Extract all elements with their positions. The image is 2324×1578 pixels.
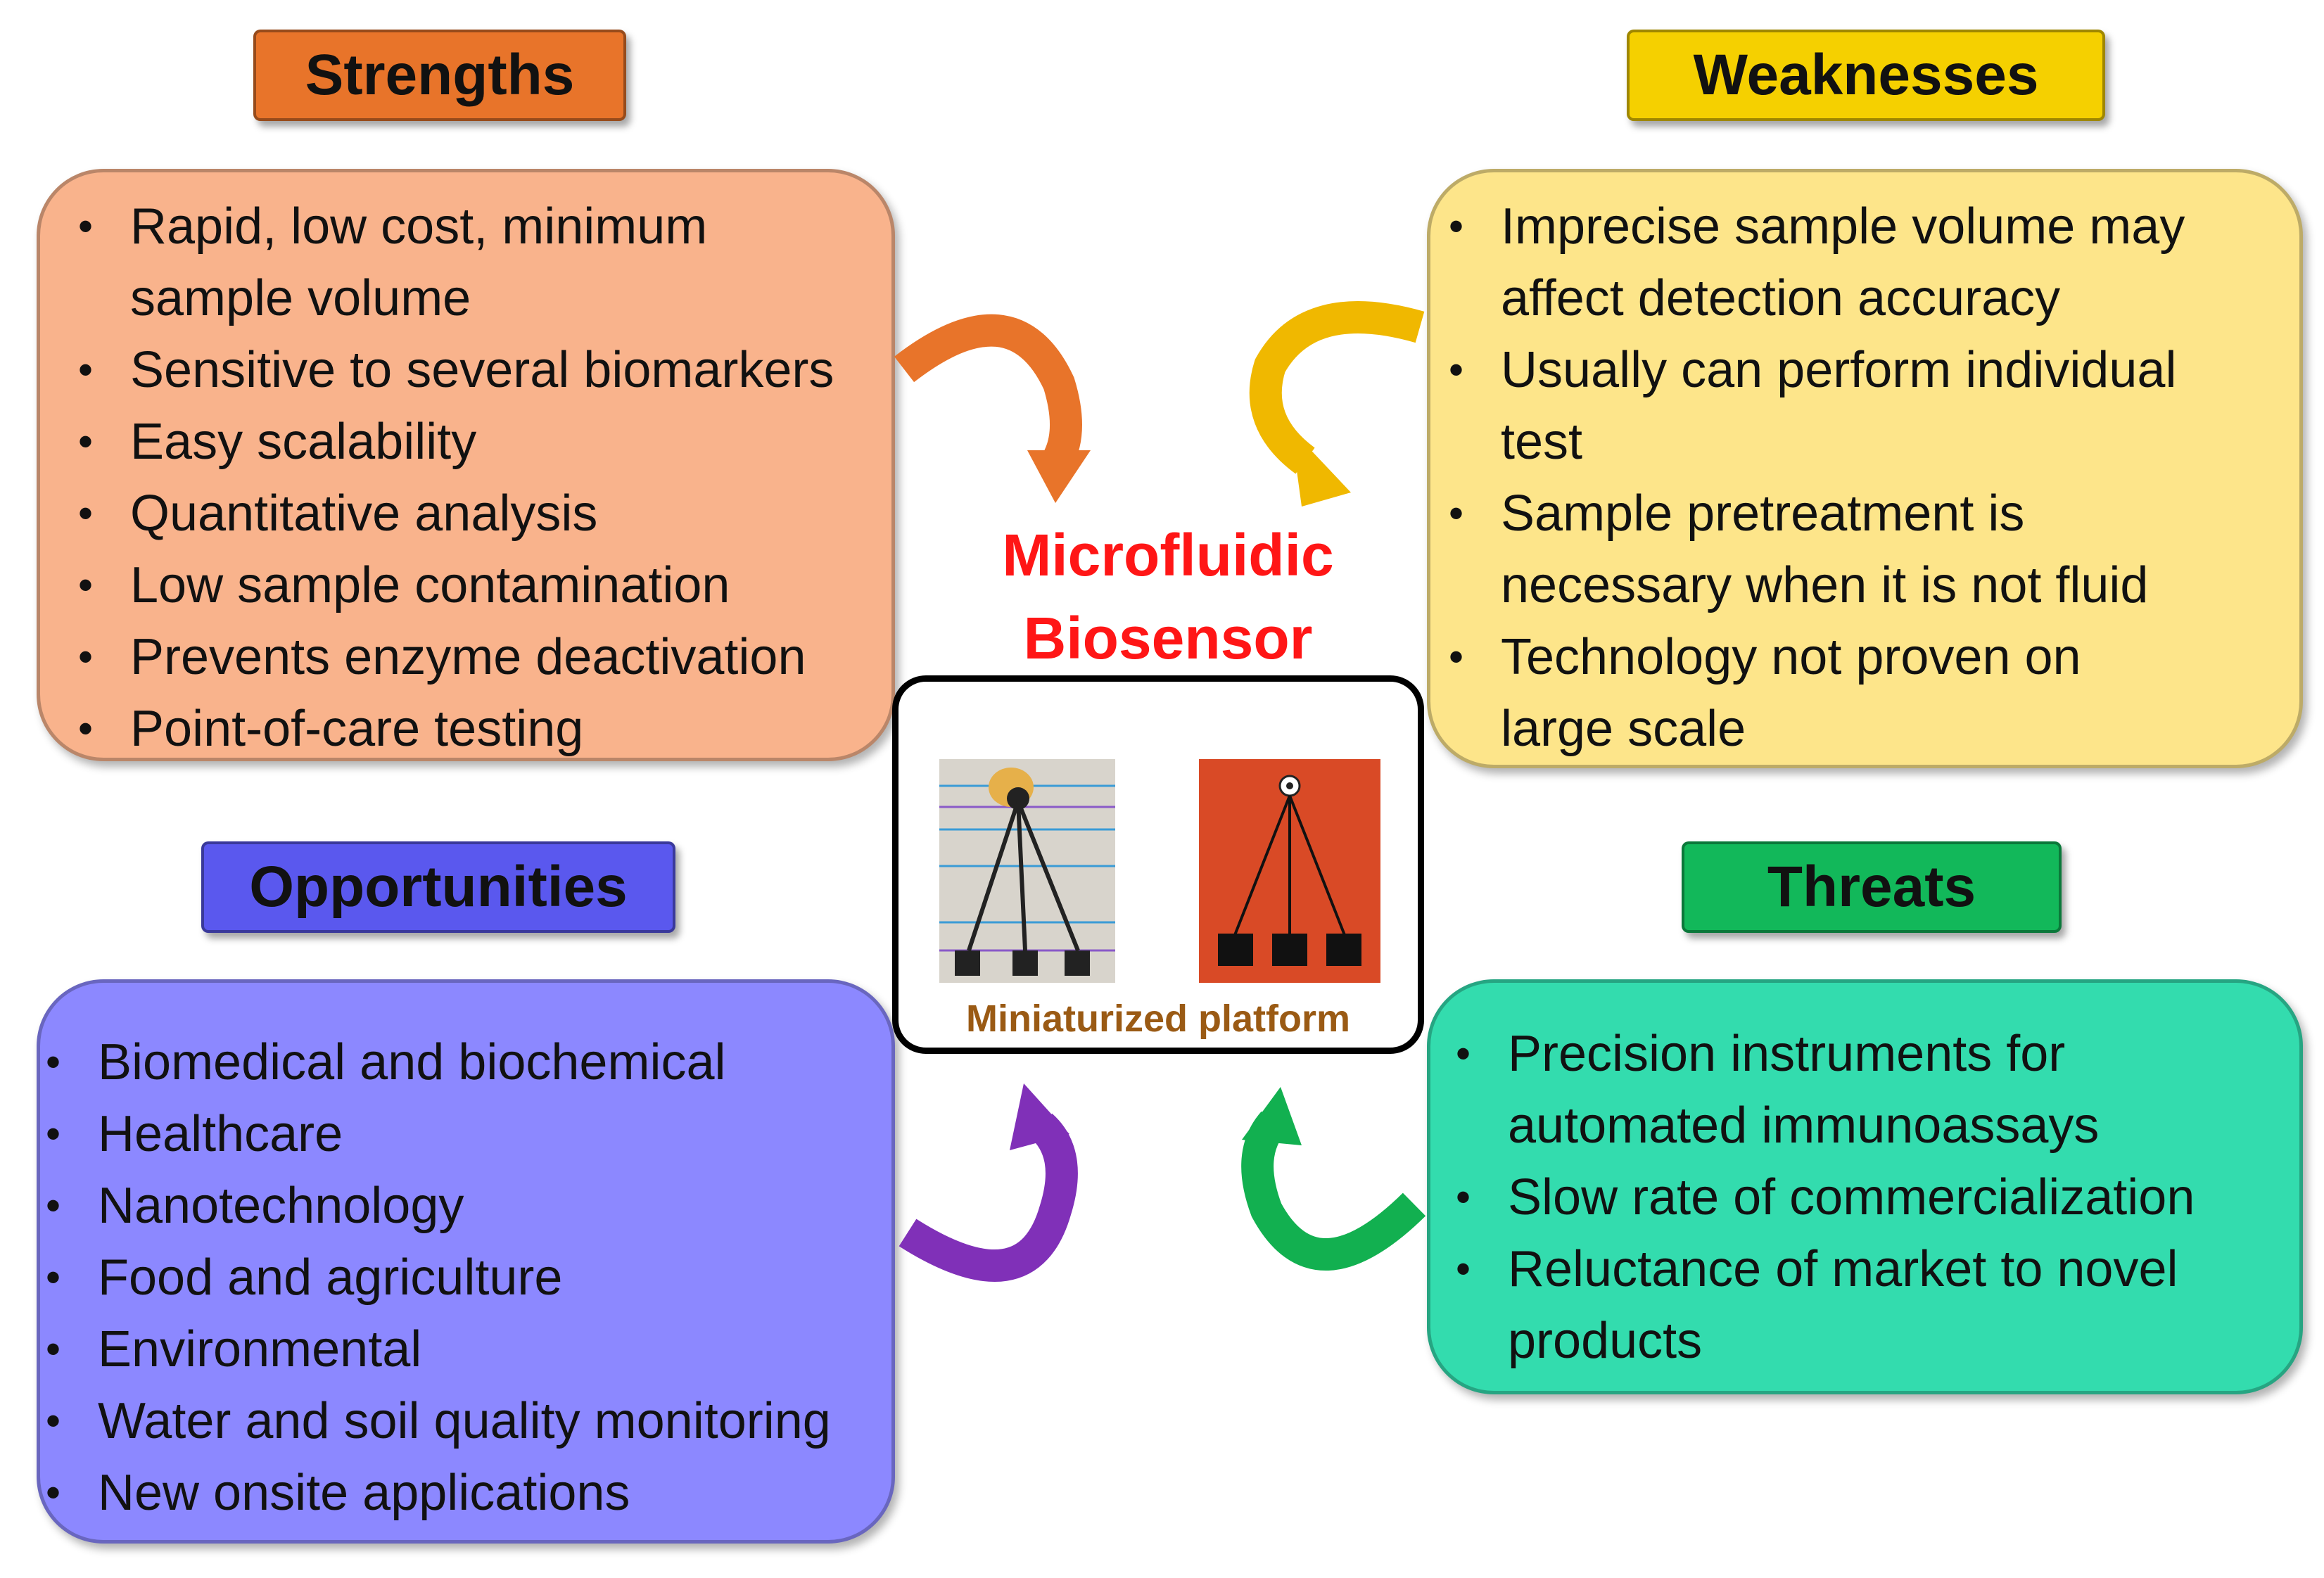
weaknesses-arrow [1249, 301, 1425, 507]
opportunities-item: Nanotechnology [46, 1170, 877, 1242]
strengths-arrow [894, 314, 1091, 503]
opportunities-item: Food and agriculture [46, 1242, 877, 1313]
strengths-list: Rapid, low cost, minimum sample volume Se… [78, 191, 877, 765]
threats-item-text-cont: automated immunoassays [1508, 1097, 2100, 1154]
opportunities-list: Biomedical and biochemical Healthcare Na… [46, 1026, 877, 1529]
threats-item: Slow rate of commercialization [1456, 1162, 2285, 1233]
strengths-item: Quantitative analysis [78, 478, 877, 549]
weaknesses-item: Technology not proven on large scale [1449, 621, 2285, 765]
opportunities-item: Environmental [46, 1313, 877, 1385]
threats-item-text: Reluctance of market to novel [1508, 1241, 2178, 1297]
opportunities-item: New onsite applications [46, 1457, 877, 1529]
strengths-item: Low sample contamination [78, 549, 877, 621]
threats-arrow [1241, 1087, 1426, 1271]
threats-list: Precision instruments for automated immun… [1456, 1018, 2285, 1377]
weaknesses-title: Weaknesses [1627, 30, 2105, 121]
threats-item: Reluctance of market to novel products [1456, 1233, 2285, 1377]
center-title-line2: Biosensor [1023, 605, 1313, 671]
strengths-item-text: Rapid, low cost, minimum [130, 198, 708, 255]
opportunities-title: Opportunities [201, 841, 675, 933]
strengths-item: Prevents enzyme deactivation [78, 621, 877, 693]
center-title: Microfluidic Biosensor [971, 514, 1365, 680]
strengths-item: Point-of-care testing [78, 693, 877, 765]
platform-label: Miniaturized platform [965, 998, 1350, 1040]
threats-panel: Precision instruments for automated immun… [1427, 979, 2303, 1394]
platform-illustration [939, 759, 1380, 983]
weaknesses-item-text: Usually can perform individual [1501, 342, 2177, 398]
weaknesses-item: Usually can perform individual test [1449, 334, 2285, 478]
strengths-item: Sensitive to several biomarkers [78, 334, 877, 406]
platform-box: Miniaturized platform [892, 675, 1424, 1054]
device-schematic [1199, 759, 1380, 983]
opportunities-item: Healthcare [46, 1098, 877, 1170]
weaknesses-item-text: Sample pretreatment is [1501, 485, 2025, 542]
threats-item-text: Precision instruments for [1508, 1026, 2066, 1082]
weaknesses-item-text-cont: large scale [1501, 701, 1746, 757]
device-photo [939, 759, 1115, 983]
weaknesses-item-text-cont: test [1501, 414, 1583, 470]
weaknesses-item: Imprecise sample volume may affect detect… [1449, 191, 2285, 334]
weaknesses-item-text-cont: necessary when it is not fluid [1501, 557, 2149, 613]
weaknesses-item-text: Imprecise sample volume may [1501, 198, 2185, 255]
opportunities-item: Biomedical and biochemical [46, 1026, 877, 1098]
center-title-line1: Microfluidic [1002, 522, 1334, 588]
weaknesses-item-text-cont: affect detection accuracy [1501, 270, 2061, 326]
weaknesses-item-text: Technology not proven on [1501, 629, 2081, 685]
threats-title: Threats [1682, 841, 2062, 933]
threats-item-text-cont: products [1508, 1313, 1703, 1369]
weaknesses-panel: Imprecise sample volume may affect detect… [1427, 169, 2303, 768]
strengths-item: Rapid, low cost, minimum sample volume [78, 191, 877, 334]
strengths-title: Strengths [253, 30, 626, 121]
strengths-panel: Rapid, low cost, minimum sample volume Se… [37, 169, 895, 765]
opportunities-panel: Biomedical and biochemical Healthcare Na… [37, 979, 895, 1544]
weaknesses-item: Sample pretreatment is necessary when it … [1449, 478, 2285, 621]
opportunities-item: Water and soil quality monitoring [46, 1385, 877, 1457]
strengths-item: Easy scalability [78, 406, 877, 478]
strengths-item-text-cont: sample volume [130, 270, 471, 326]
weaknesses-list: Imprecise sample volume may affect detect… [1449, 191, 2285, 765]
opportunities-arrow [899, 1083, 1078, 1282]
threats-item: Precision instruments for automated immun… [1456, 1018, 2285, 1162]
